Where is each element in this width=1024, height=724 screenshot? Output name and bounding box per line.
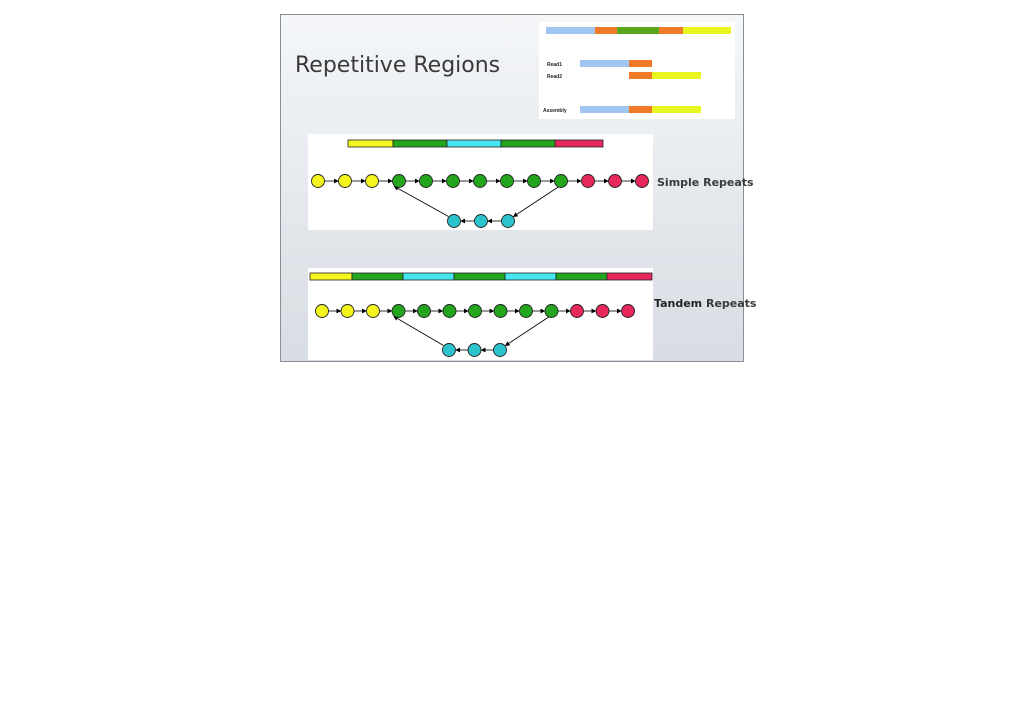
graph-node-green xyxy=(554,174,568,188)
repeat-bar-segment-green xyxy=(500,139,556,148)
repeat-bar-segment-green xyxy=(351,272,404,281)
reads-assembly-figure: Read1 Read2 Assembly xyxy=(543,27,731,114)
graph-edge-down xyxy=(512,186,560,217)
tandem-repeats-caption-word2: Repeats xyxy=(705,297,757,310)
repeat-bar-segment-cyan xyxy=(402,272,455,281)
simple-repeats-caption: Simple Repeats xyxy=(657,176,754,189)
assembly-bar xyxy=(580,106,701,113)
tandem-repeats-caption: Tandem Repeats xyxy=(654,297,756,310)
graph-node-green xyxy=(391,304,406,318)
slide-title: Repetitive Regions xyxy=(295,53,501,78)
read2-label: Read2 xyxy=(547,74,562,80)
assembly-label: Assembly xyxy=(543,108,567,114)
graph-node-red xyxy=(608,174,622,188)
graph-edge-up xyxy=(393,186,449,217)
tandem-repeats-graph xyxy=(309,272,653,357)
graph-node-yellow xyxy=(311,174,325,188)
repeat-bar-segment-green xyxy=(555,272,608,281)
slide: Repetitive Regions Read1 Read2 Assembly xyxy=(280,14,756,362)
graph-edge-down xyxy=(504,316,550,346)
repeat-bar-segment-green xyxy=(453,272,506,281)
graph-node-cyan xyxy=(447,214,461,228)
graph-node-green xyxy=(392,174,406,188)
graph-node-green xyxy=(519,304,533,318)
graph-node-cyan xyxy=(474,214,488,228)
read1-bar xyxy=(580,60,652,67)
reference-bar xyxy=(546,27,731,34)
tandem-repeats-panel xyxy=(308,268,653,360)
reads-assembly-inset: Read1 Read2 Assembly xyxy=(539,22,735,119)
graph-node-yellow xyxy=(365,174,379,188)
graph-node-yellow xyxy=(366,304,380,318)
graph-node-red xyxy=(570,304,584,318)
read2-bar xyxy=(629,72,701,79)
graph-node-yellow xyxy=(338,174,352,188)
repeat-bar-segment-green xyxy=(392,139,448,148)
graph-node-red xyxy=(635,174,649,188)
graph-node-green xyxy=(500,174,514,188)
graph-node-cyan xyxy=(442,343,456,357)
repeat-bar-segment-cyan xyxy=(446,139,502,148)
simple-repeats-caption-word1: Simple xyxy=(657,176,700,189)
graph-node-green xyxy=(468,304,482,318)
graph-node-cyan xyxy=(467,343,482,357)
repeat-bar-segment-red xyxy=(554,139,604,148)
graph-node-green xyxy=(417,304,431,318)
read1-label: Read1 xyxy=(547,62,562,68)
graph-node-cyan xyxy=(501,214,515,228)
graph-node-green xyxy=(527,174,541,188)
graph-node-red xyxy=(581,174,595,188)
simple-repeats-panel xyxy=(308,134,653,230)
repeat-bar-segment-red xyxy=(606,272,653,281)
graph-node-yellow xyxy=(315,304,329,318)
repeat-bar-segment-yellow xyxy=(309,272,353,281)
graph-node-green xyxy=(544,304,559,318)
repeat-bar-segment-cyan xyxy=(504,272,557,281)
graph-node-green xyxy=(473,174,487,188)
tandem-repeats-caption-word1: Tandem xyxy=(654,297,703,310)
simple-repeats-caption-word2: Repeats xyxy=(703,176,754,189)
simple-repeats-graph xyxy=(311,139,649,228)
graph-node-cyan xyxy=(493,343,507,357)
graph-node-red xyxy=(621,304,635,318)
graph-edge-up xyxy=(393,316,444,346)
graph-node-yellow xyxy=(340,304,355,318)
graph-node-green xyxy=(493,304,508,318)
graph-node-red xyxy=(595,304,610,318)
graph-node-green xyxy=(419,174,433,188)
repeat-bar-segment-yellow xyxy=(347,139,394,148)
graph-node-green xyxy=(446,174,460,188)
graph-node-green xyxy=(442,304,457,318)
